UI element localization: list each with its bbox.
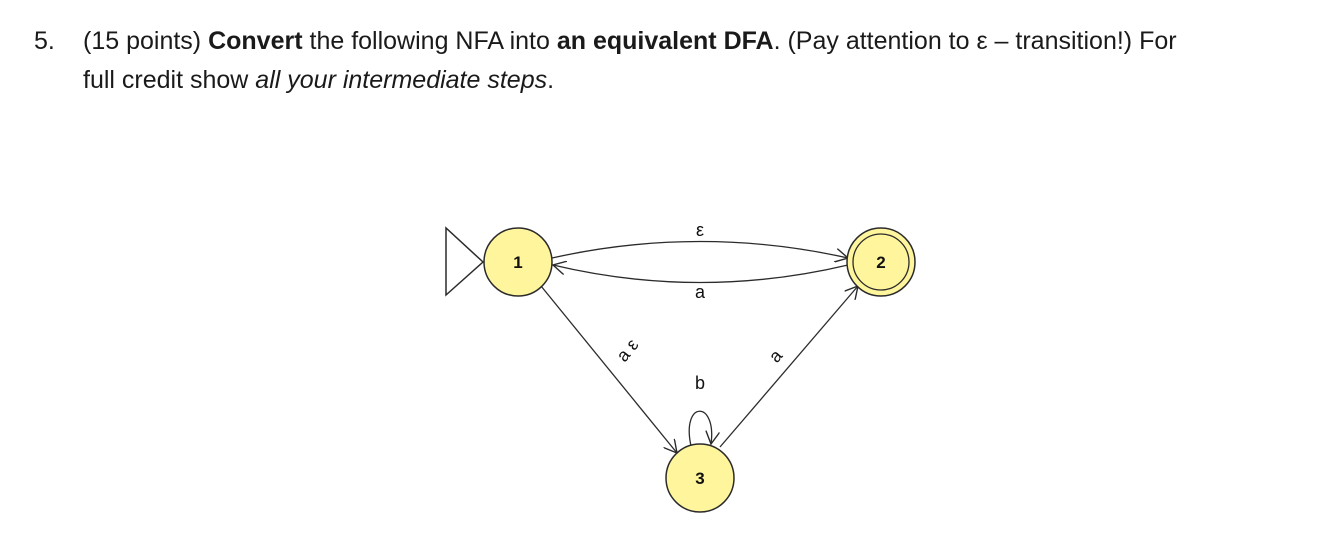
question-line-2: full credit show all your intermediate s… [34,61,1304,100]
label-2-to-1: a [695,282,706,302]
question-points: (15 points) [83,27,202,55]
state-1-label: 1 [513,253,522,272]
state-2-label: 2 [876,253,885,272]
keyword-convert: Convert [208,27,303,55]
question-text-4: . [547,66,555,94]
question-text-3: full credit show [83,66,256,94]
keyword-intermediate-steps: all your intermediate steps [255,66,548,94]
keyword-equivalent-dfa: an equivalent DFA [556,27,774,55]
question-line-1: 5. (15 points) Convert the following NFA … [34,22,1304,61]
edge-1-to-2 [551,240,848,259]
state-3: 3 [665,443,735,513]
question-number: 5. [34,27,55,55]
edge-3-to-2 [719,286,858,448]
label-1-to-3: a ε [612,335,642,365]
label-1-to-2: ε [696,220,704,240]
state-1: 1 [483,227,553,297]
question-text-2: . (Pay attention to ε – transition!) For [773,27,1177,55]
edge-1-to-3 [540,285,677,453]
accepting-ring [852,233,910,291]
state-2: 2 [846,227,916,297]
edge-2-to-1 [553,265,849,284]
label-3-self: b [695,373,705,393]
state-3-label: 3 [695,469,704,488]
self-loop-3 [688,410,711,447]
label-3-to-2: a [765,345,787,366]
start-arrow [445,226,485,297]
question-text: 5. (15 points) Convert the following NFA … [34,22,1304,100]
question-text-1: the following NFA into [302,27,557,55]
